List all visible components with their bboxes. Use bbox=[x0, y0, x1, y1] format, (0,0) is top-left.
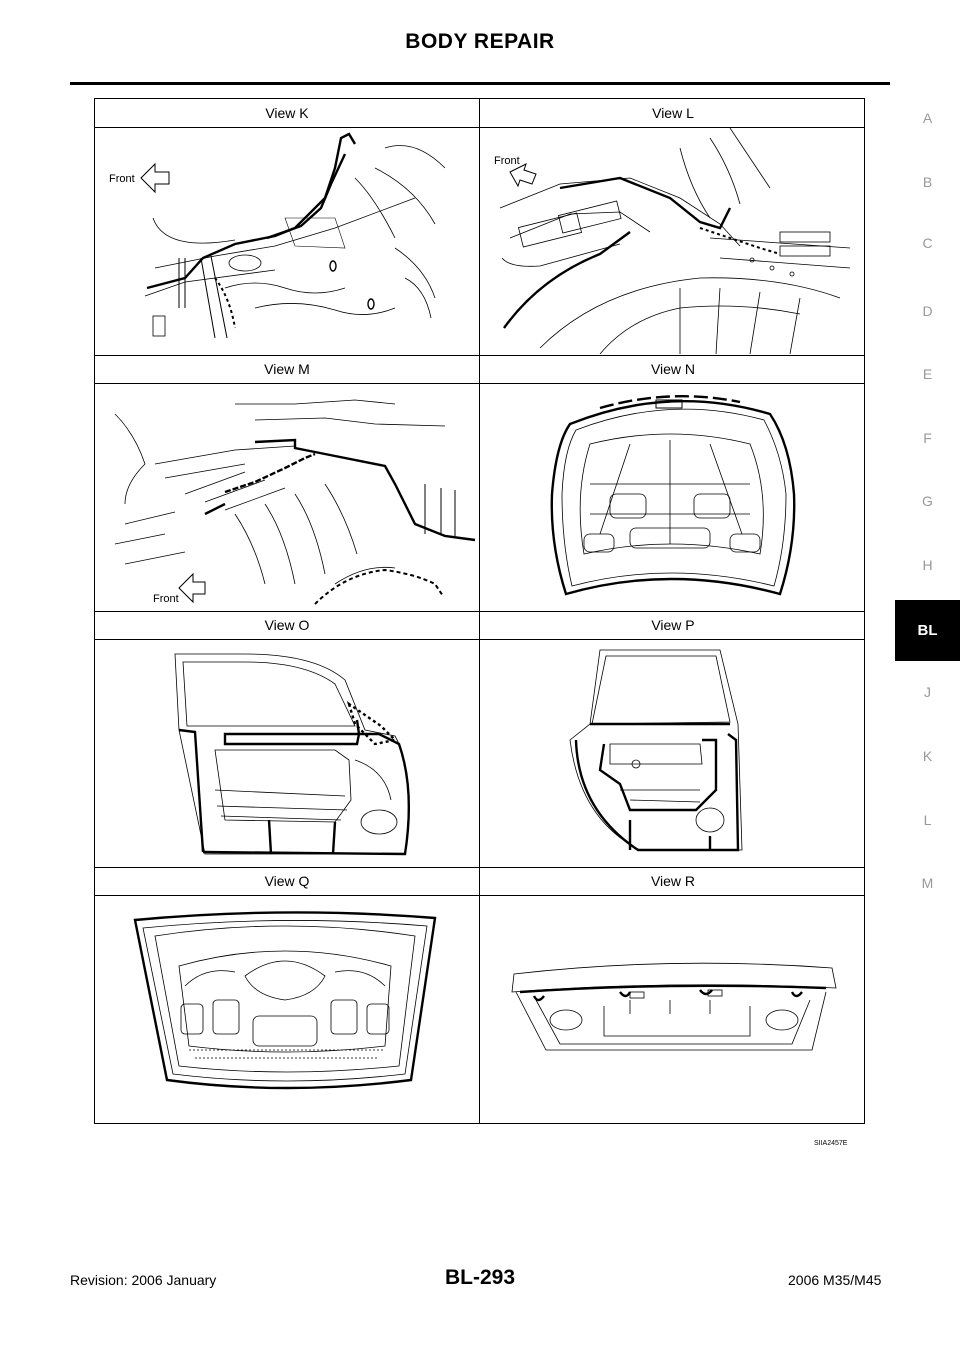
index-letter-f[interactable]: F bbox=[923, 430, 932, 446]
footer-model: 2006 M35/M45 bbox=[788, 1272, 882, 1288]
view-q-illustration bbox=[133, 911, 437, 1090]
index-letter-d[interactable]: D bbox=[922, 303, 933, 319]
view-n-illustration bbox=[550, 395, 796, 596]
front-arrow-icon bbox=[140, 162, 170, 194]
index-letter-g[interactable]: G bbox=[922, 493, 933, 509]
index-letter-m[interactable]: M bbox=[921, 875, 934, 891]
figure-code: SIIA2457E bbox=[814, 1140, 848, 1147]
index-letter-a[interactable]: A bbox=[922, 110, 933, 126]
index-letter-bl-active[interactable]: BL bbox=[895, 600, 960, 661]
index-letter-c[interactable]: C bbox=[922, 235, 933, 251]
front-label-m: Front bbox=[153, 593, 179, 605]
index-letter-e[interactable]: E bbox=[922, 366, 933, 382]
header-view-q: View Q bbox=[264, 873, 310, 889]
index-letter-k[interactable]: K bbox=[922, 748, 933, 764]
index-letter-j[interactable]: J bbox=[924, 684, 931, 700]
views-table: View K View L View M View N View O View … bbox=[94, 98, 865, 1124]
front-arrow-icon bbox=[509, 163, 537, 188]
view-m-illustration: Front bbox=[114, 399, 476, 605]
front-label-l: Front bbox=[494, 155, 520, 167]
footer-revision: Revision: 2006 January bbox=[70, 1272, 217, 1288]
header-view-l: View L bbox=[652, 105, 694, 121]
view-l-illustration: Front bbox=[494, 128, 851, 354]
view-o-illustration bbox=[174, 653, 411, 856]
page-title: BODY REPAIR bbox=[405, 30, 555, 53]
header-view-r: View R bbox=[650, 873, 696, 889]
view-p-illustration bbox=[569, 649, 743, 852]
view-r-illustration bbox=[511, 962, 837, 1051]
index-letter-l[interactable]: L bbox=[923, 812, 932, 828]
header-view-o: View O bbox=[264, 617, 310, 633]
view-k-illustration: Front bbox=[109, 132, 446, 339]
header-view-k: View K bbox=[265, 105, 309, 121]
title-rule bbox=[70, 82, 890, 85]
front-arrow-icon bbox=[178, 572, 206, 604]
header-view-m: View M bbox=[264, 361, 310, 377]
front-label-k: Front bbox=[109, 173, 135, 185]
header-view-n: View N bbox=[650, 361, 696, 377]
index-letter-h[interactable]: H bbox=[922, 557, 933, 573]
footer-page-number: BL-293 bbox=[444, 1266, 516, 1289]
header-view-p: View P bbox=[651, 617, 695, 633]
index-letter-b[interactable]: B bbox=[922, 174, 933, 190]
